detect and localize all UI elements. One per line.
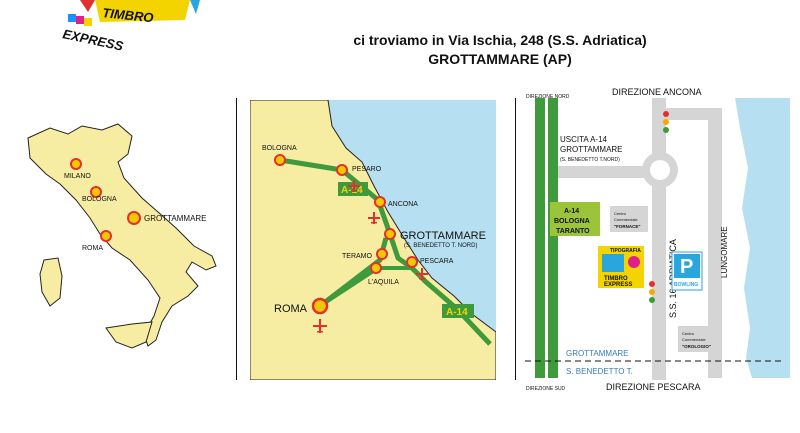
uscita-line3: (S. BENEDETTO T.NORD) — [560, 157, 620, 163]
centro-orologio-line2: Commerciale — [682, 337, 706, 342]
highway-lane-1 — [535, 98, 545, 378]
uscita-line2: GROTTAMMARE — [560, 145, 623, 154]
city-sublabel-grottammare: (S. BENEDETTO T. NORD) — [404, 243, 477, 249]
regional-land — [250, 100, 496, 380]
s-benedetto-label: S. BENEDETTO T. — [566, 367, 633, 376]
city-label-laquila: L'AQUILA — [368, 279, 399, 286]
a14-sign-line2: BOLOGNA — [554, 218, 590, 225]
city-marker-roma-regional — [311, 297, 329, 315]
direzione-pescara-label: DIREZIONE PESCARA — [606, 382, 701, 392]
connector-road — [652, 108, 722, 120]
city-marker-grottammare — [127, 211, 141, 225]
airplane-icon-pesaro — [348, 180, 360, 192]
city-marker-ancona — [374, 196, 386, 208]
a14-sign — [550, 202, 600, 236]
logo: TIMBRO EXPRESS — [40, 0, 200, 64]
bowling-label: BOWLING — [674, 282, 698, 288]
city-label-bologna-regional: BOLOGNA — [262, 145, 297, 152]
exit-road — [558, 166, 662, 178]
parking-icon: P — [680, 256, 693, 278]
divider-left — [236, 98, 237, 380]
city-marker-teramo — [376, 248, 388, 260]
city-label-roma-regional: ROMA — [274, 303, 308, 315]
ss16-road — [652, 98, 666, 380]
city-marker-grottammare-regional — [384, 228, 396, 240]
shop-logo-line1: TIPOGRAFIA — [610, 248, 641, 254]
city-label-pescara: PESCARA — [420, 258, 454, 265]
city-marker-laquila — [370, 262, 382, 274]
city-marker-bologna-regional — [274, 154, 286, 166]
highway-label-2: A-14 — [446, 307, 468, 318]
city-label-teramo: TERAMO — [342, 253, 373, 260]
divider-middle — [515, 98, 516, 380]
centro-orologio-line3: "OROLOGIO" — [682, 344, 711, 349]
city-label-ancona: ANCONA — [388, 201, 418, 208]
traffic-light-north — [663, 111, 669, 133]
city-label-roma: ROMA — [82, 245, 103, 252]
uscita-line1: USCITA A-14 — [560, 135, 608, 144]
city-label-milano: MILANO — [64, 173, 91, 180]
centro-fornace-line2: Commerciale — [614, 217, 638, 222]
sardinia — [39, 257, 63, 307]
direzione-nord-label: DIREZIONE NORD — [526, 94, 570, 100]
centro-orologio-box — [678, 326, 716, 352]
grottammare-label: GROTTAMMARE — [566, 349, 629, 358]
city-marker-pescara — [406, 256, 418, 268]
city-line: GROTTAMMARE (AP) — [428, 51, 572, 67]
centro-orologio-line1: Centro — [682, 331, 695, 336]
sicily — [105, 321, 153, 349]
centro-fornace-line1: Centro — [614, 211, 627, 216]
local-map: DIREZIONE NORD DIREZIONE SUD DIREZIONE A… — [525, 88, 790, 392]
airplane-icon-roma — [313, 319, 327, 333]
regional-map: A-14 A-14 BOLOGNA PESARO ANCONA GROTTAMM… — [250, 100, 496, 380]
direzione-ancona-label: DIREZIONE ANCONA — [612, 88, 702, 97]
a14-sign-line1: A-14 — [564, 208, 579, 215]
airplane-icon-pescara — [416, 268, 428, 280]
city-marker-bologna — [90, 186, 102, 198]
city-label-bologna: BOLOGNA — [82, 196, 117, 203]
city-marker-roma — [100, 230, 112, 242]
svg-text:EXPRESS: EXPRESS — [61, 26, 125, 54]
highway-shield-2 — [442, 304, 474, 318]
lungomare-road — [708, 108, 722, 378]
italy-map: MILANO BOLOGNA GROTTAMMARE ROMA — [27, 123, 217, 349]
city-label-grottammare-regional: GROTTAMMARE — [400, 230, 486, 242]
shop-logo-line3: EXPRESS — [604, 282, 632, 288]
city-marker-pesaro — [336, 164, 348, 176]
traffic-light-south — [649, 281, 655, 303]
highway-lane-2 — [548, 98, 558, 378]
direzione-sud-label: DIREZIONE SUD — [526, 386, 566, 392]
sea — [735, 98, 790, 378]
city-label-pesaro: PESARO — [352, 166, 382, 173]
italy-mainland — [27, 123, 217, 347]
svg-text:TIMBRO: TIMBRO — [102, 5, 155, 25]
centro-fornace-box — [610, 206, 648, 232]
airplane-icon-ancona — [368, 212, 380, 224]
centro-fornace-line3: "FORNACE" — [614, 224, 641, 229]
city-label-grottammare: GROTTAMMARE — [144, 214, 207, 223]
shop-logo-line2: TIMBRO — [604, 276, 628, 282]
logo-graphic: TIMBRO EXPRESS — [61, 0, 200, 54]
city-marker-milano — [70, 158, 82, 170]
parking-sign — [674, 254, 700, 278]
address-line: ci troviamo in Via Ischia, 248 (S.S. Adr… — [353, 32, 647, 48]
lungomare-label: LUNGOMARE — [720, 226, 729, 278]
a14-sign-line3: TARANTO — [556, 228, 590, 235]
